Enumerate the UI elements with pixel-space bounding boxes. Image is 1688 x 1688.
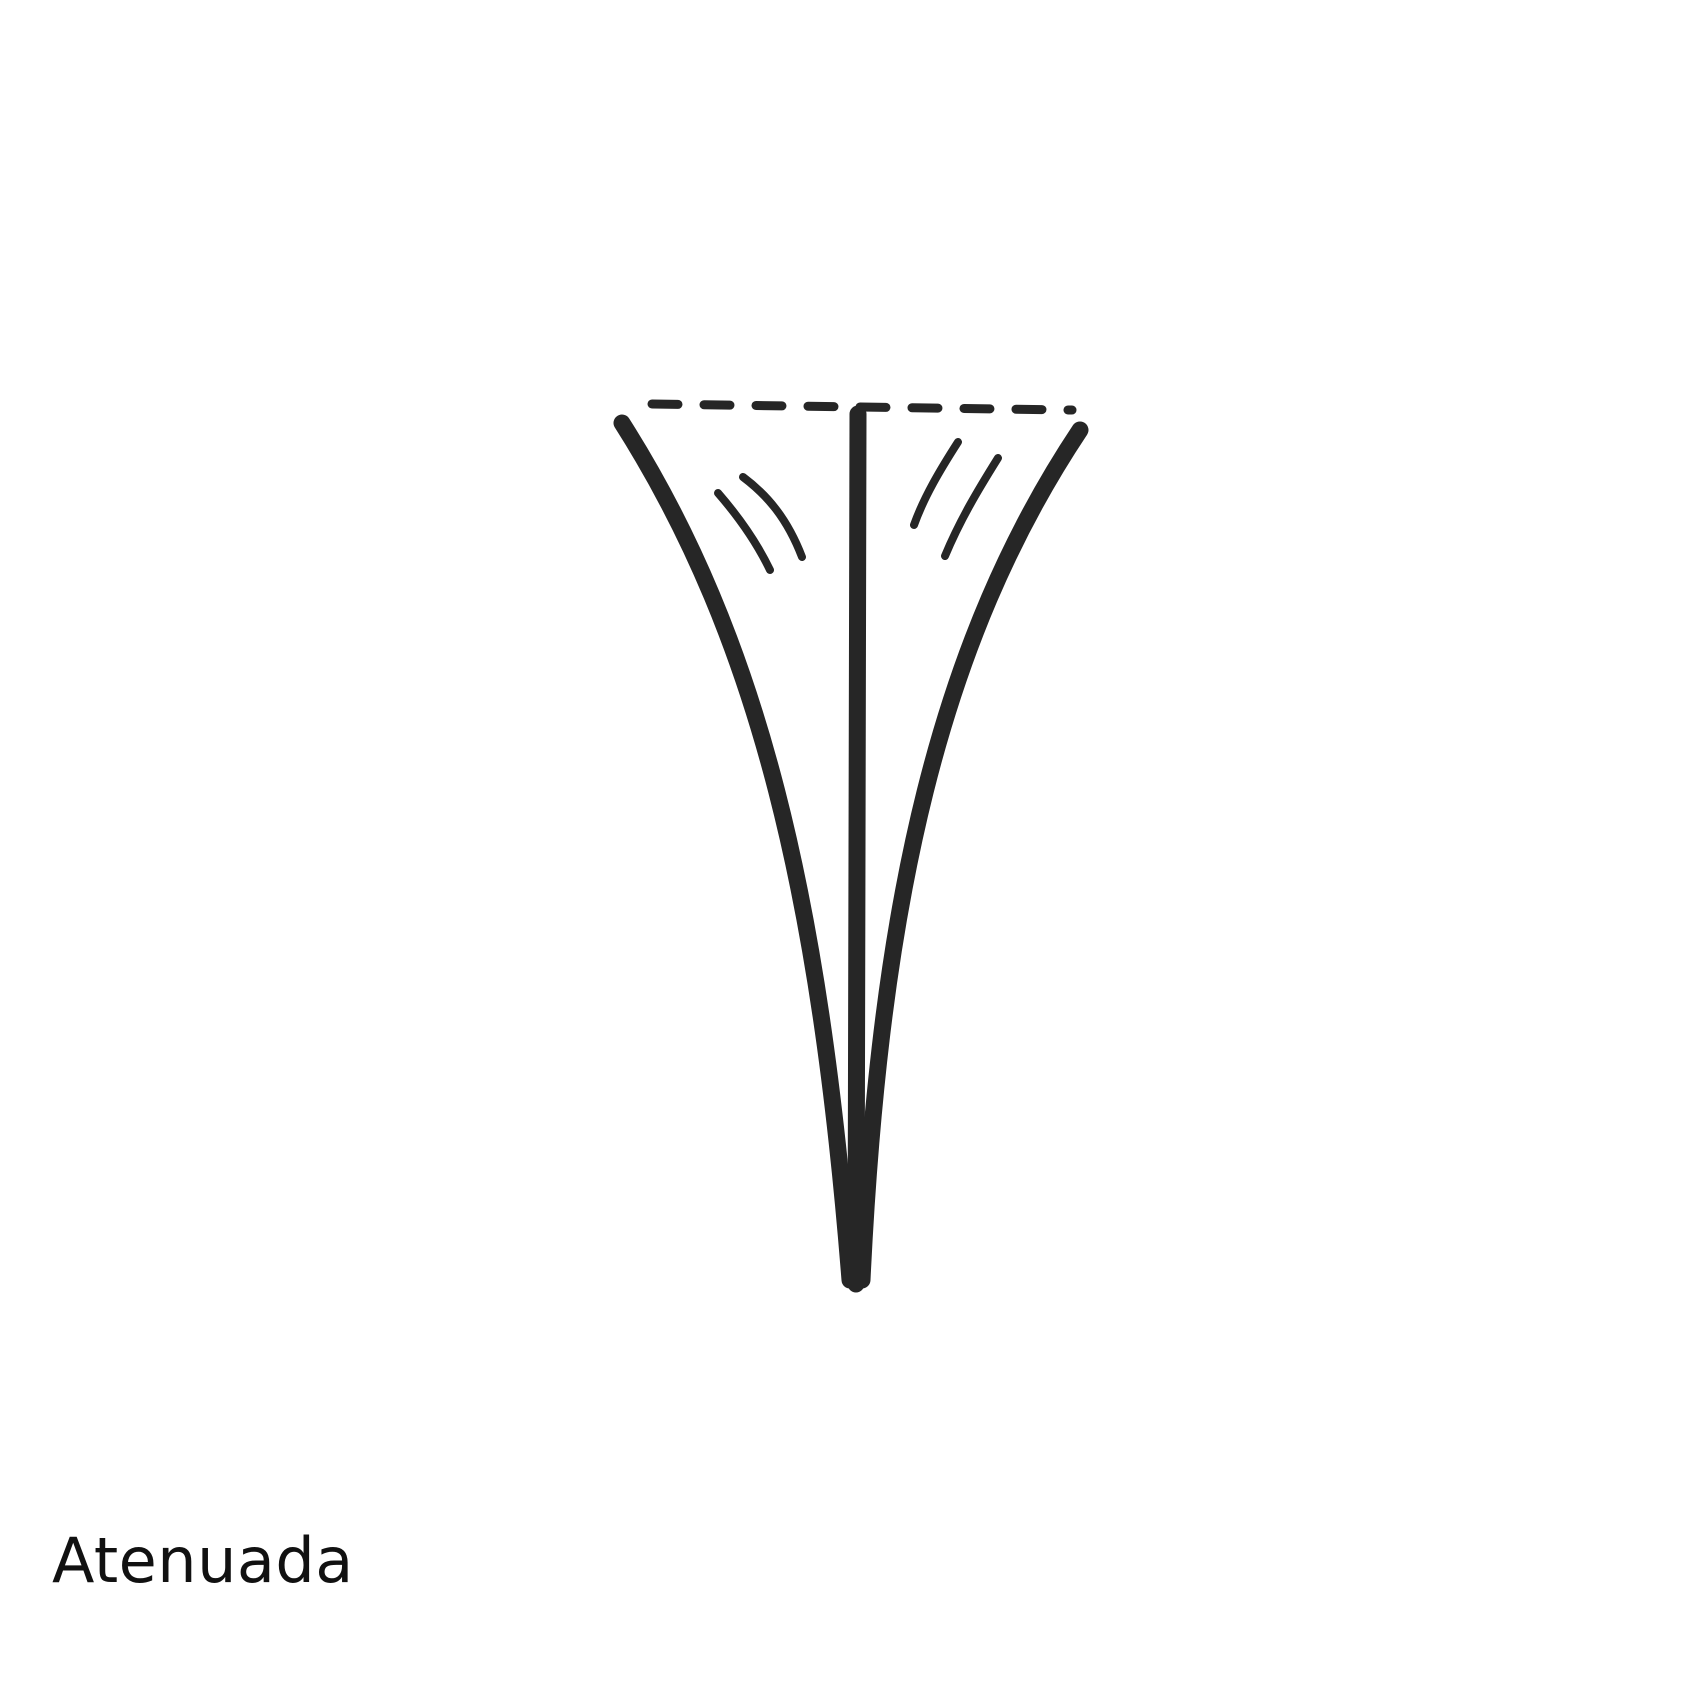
leaf-outline	[613, 399, 1089, 1293]
midrib-line	[847, 405, 867, 1293]
right-shading-stroke-2	[941, 454, 1002, 560]
left-margin-curve	[613, 414, 859, 1289]
left-shading-stroke-1	[714, 489, 774, 574]
right-margin-curve	[853, 421, 1089, 1289]
left-shading-stroke-2	[739, 473, 806, 561]
right-shading-stroke-1	[910, 438, 962, 529]
caption-label: Atenuada	[52, 1524, 354, 1597]
